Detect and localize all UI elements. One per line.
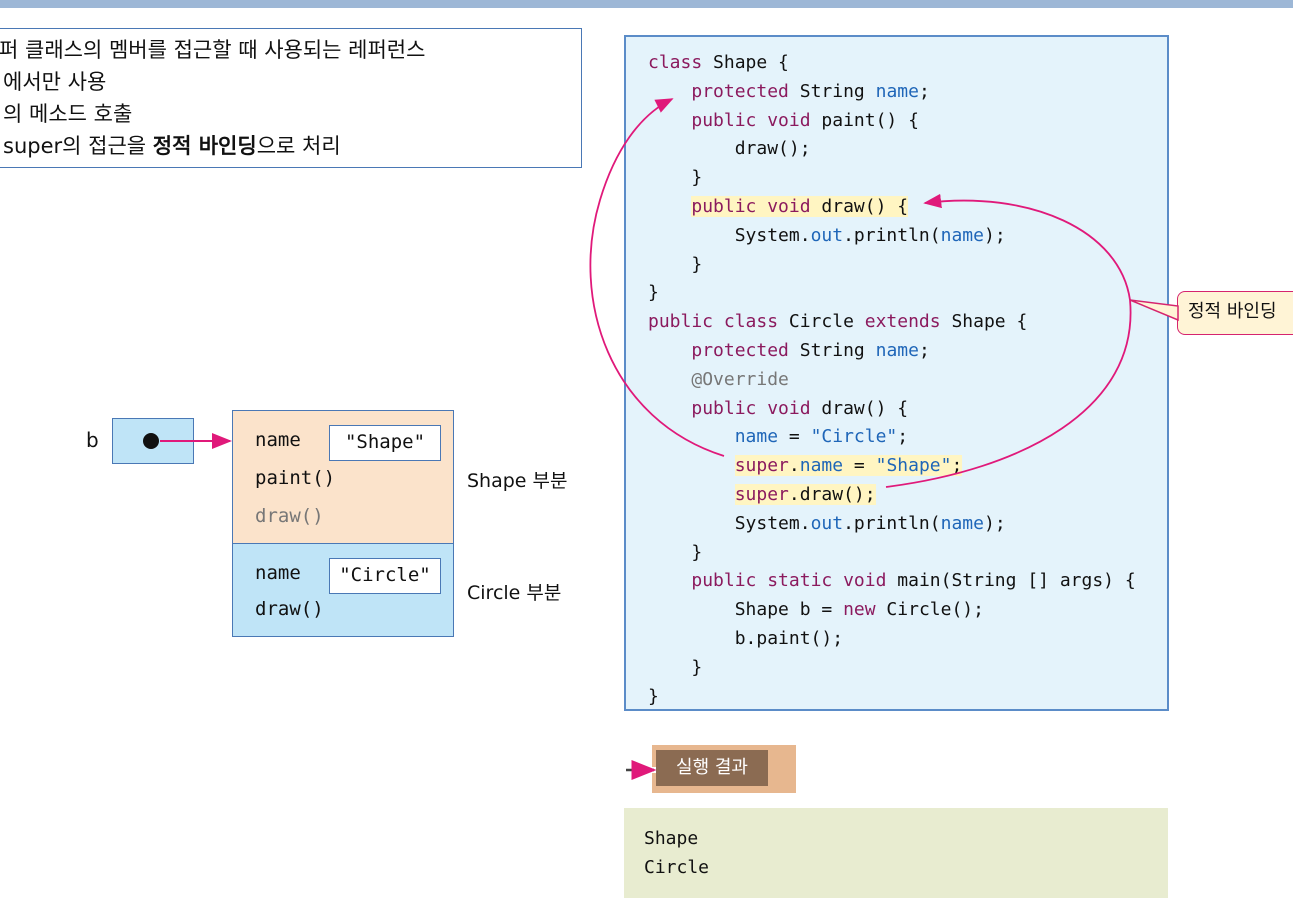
code-line: class Shape { [648,52,789,73]
shape-method-draw: draw() [255,505,324,527]
circle-field-name: name [255,562,301,584]
code-line: @Override [691,368,789,390]
code-line: public void paint() { [691,109,919,131]
circle-part-box: name "Circle" draw() [232,543,454,637]
code-line-highlighted: super.name = "Shape"; [734,455,963,477]
explanation-box: 퍼 클래스의 멤버를 접근할 때 사용되는 레퍼런스 에서만 사용 의 메소드 … [0,28,582,168]
shape-part-label: Shape 부분 [467,470,568,492]
shape-field-value: "Shape" [329,425,441,461]
code-listing: class Shape { protected String name; pub… [648,49,1136,711]
shape-method-paint: paint() [255,467,336,489]
top-bar [0,0,1293,8]
code-line: name = "Circle"; [734,426,909,448]
note-line-2: 에서만 사용 [3,70,107,94]
output-box: Shape Circle [624,808,1168,898]
note-line-4-a: super의 접근을 [3,134,153,158]
code-line: protected String name; [691,80,930,102]
reference-variable-label: b [86,428,99,452]
code-line: } [648,685,659,707]
code-line: b.paint(); [734,627,844,649]
circle-part-label: Circle 부분 [467,582,562,604]
static-binding-callout: 정적 바인딩 [1177,291,1293,335]
code-line: } [691,541,703,563]
code-line: protected String name; [691,339,930,361]
code-line: } [691,656,703,678]
code-line: public static void main(String [] args) … [691,570,1136,592]
circle-field-value: "Circle" [329,558,441,594]
code-line: } [648,282,659,304]
circle-method-draw: draw() [255,598,324,620]
code-line: } [691,253,703,275]
code-line: System.out.println(name); [734,224,1006,246]
code-line: Shape b = new Circle(); [734,599,984,621]
code-line: draw(); [734,138,811,160]
result-label: 실행 결과 [656,750,768,786]
reference-dot [143,433,159,449]
note-emphasis: 정적 바인딩 [152,134,257,158]
code-panel: class Shape { protected String name; pub… [624,35,1169,711]
code-line: } [691,167,703,189]
note-line-3: 의 메소드 호출 [3,102,133,126]
shape-part-box: name "Shape" paint() draw() [232,410,454,544]
shape-field-name: name [255,429,301,451]
code-line: System.out.println(name); [734,512,1006,534]
output-text: Shape Circle [644,828,710,878]
note-line-1: 퍼 클래스의 멤버를 접근할 때 사용되는 레퍼런스 [0,38,426,62]
reference-box [112,418,194,464]
code-line-highlighted: public void draw() { [691,195,909,217]
code-line: public class Circle extends Shape { [648,311,1028,333]
code-line: public void draw() { [691,397,909,419]
code-line-highlighted: super.draw(); [734,483,876,505]
note-line-4-c: 으로 처리 [256,134,341,158]
note-line-4: super의 접근을 정적 바인딩으로 처리 [3,133,341,159]
